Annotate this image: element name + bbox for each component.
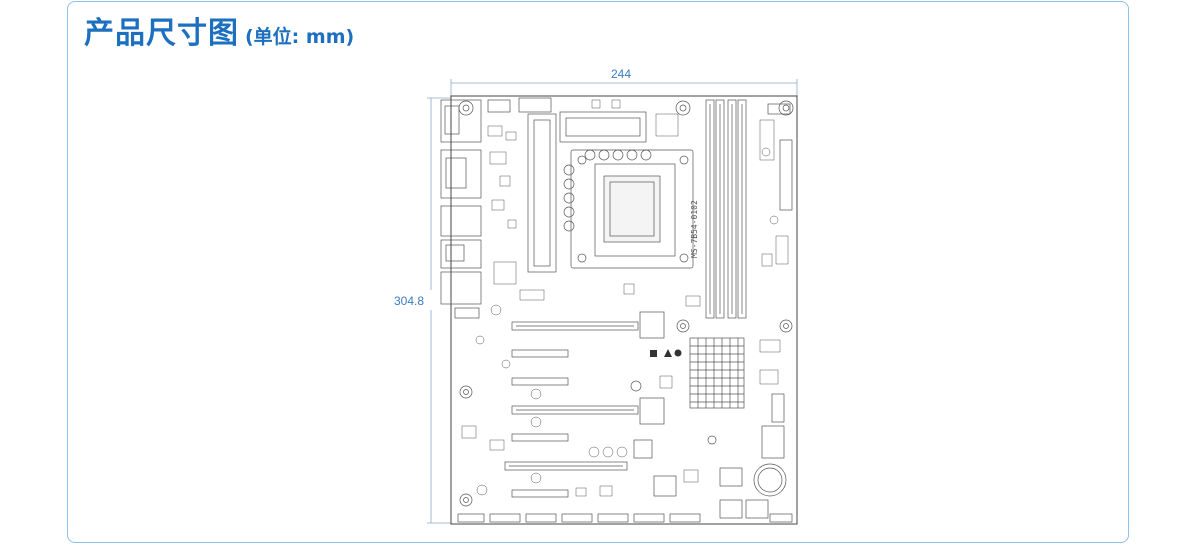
- motherboard-dimension-drawing: MS-7B54-0102: [427, 79, 798, 525]
- mounting-hole-mid-right: [779, 319, 793, 333]
- sata-ports: [719, 467, 769, 519]
- width-dimension-line: [450, 79, 798, 96]
- mounting-hole-top-mid: [675, 100, 691, 116]
- safety-marks: [650, 349, 682, 357]
- width-dimension-label: 244: [610, 67, 632, 81]
- io-chip: [633, 439, 653, 459]
- small-components: [461, 99, 789, 497]
- cpu-socket: [570, 149, 694, 269]
- pcie-slots: [504, 311, 665, 498]
- title-unit: (单位: mm): [245, 26, 355, 48]
- mounting-hole-top-left: [458, 100, 474, 116]
- mounting-hole-bottom-left: [459, 493, 473, 507]
- dimm-slots: [705, 99, 747, 319]
- mounting-hole-top-right: [778, 100, 794, 116]
- rear-io-panel: [440, 99, 482, 319]
- vrm-heatsink-left: [527, 113, 557, 273]
- mounting-hole-bottom-center: [630, 380, 642, 392]
- mounting-hole-mid-left: [459, 385, 473, 399]
- vrm-heatsink-top: [559, 111, 647, 143]
- cmos-battery: [753, 463, 787, 497]
- board-silkscreen-label: MS-7B54-0102: [690, 200, 699, 258]
- mounting-hole-mid-center: [676, 319, 690, 333]
- cpu-power-connector: [518, 97, 552, 113]
- bottom-headers: [457, 513, 793, 523]
- atx-power-connector: [779, 139, 793, 211]
- board-outline: [450, 95, 798, 525]
- title-main: 产品尺寸图: [84, 16, 239, 51]
- audio-chip: [653, 475, 677, 497]
- chipset-heatsink: [689, 337, 745, 409]
- page-title: 产品尺寸图 (单位: mm): [84, 8, 354, 58]
- height-dimension-line: [427, 97, 451, 524]
- height-dimension-label: 304.8: [394, 294, 425, 308]
